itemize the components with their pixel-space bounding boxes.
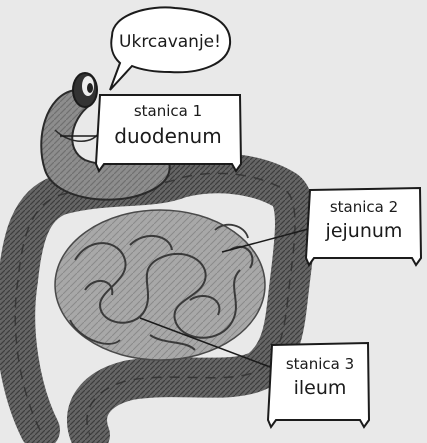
small-intestine: [55, 210, 265, 360]
station-1-name: duodenum: [114, 124, 221, 148]
station-2-name: jejunum: [325, 220, 403, 242]
station-3-name: ileum: [294, 377, 347, 399]
station-1-number: stanica 1: [134, 102, 202, 120]
station-3-number: stanica 3: [286, 355, 354, 373]
speech-bubble-text: Ukrcavanje!: [119, 32, 221, 52]
speech-bubble: Ukrcavanje!: [110, 7, 230, 90]
station-2-number: stanica 2: [330, 198, 398, 216]
